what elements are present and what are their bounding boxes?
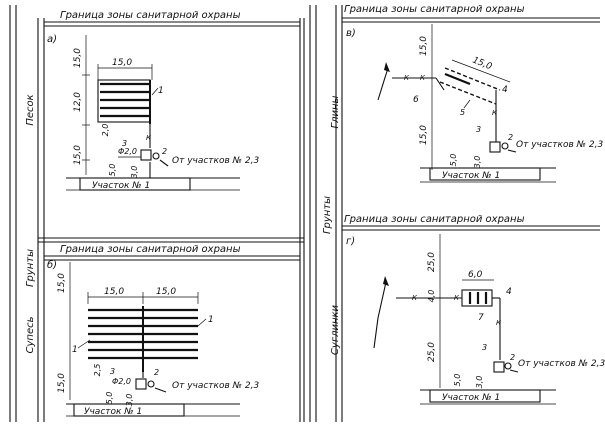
from-plots-v: От участков № 2,3 bbox=[516, 140, 603, 150]
k-v-1: К bbox=[404, 74, 410, 82]
soil-label-loam: Суглинки bbox=[330, 304, 341, 355]
phi-b: Φ2,0 bbox=[112, 377, 131, 386]
dim-b-5: 5,0 bbox=[105, 392, 114, 405]
marker-b-3: 3 bbox=[110, 367, 115, 376]
dim-v-5: 5,0 bbox=[449, 154, 458, 167]
marker-v-5: 5 bbox=[460, 108, 465, 117]
marker-v-3: 3 bbox=[476, 125, 481, 134]
dim-a-12: 12,0 bbox=[73, 92, 83, 112]
soil-label-clay: Глины bbox=[330, 95, 341, 128]
panel-a-letter: а) bbox=[47, 34, 57, 45]
dim-b-25: 2,5 bbox=[93, 364, 102, 377]
k-a: К bbox=[146, 134, 152, 142]
dim-v-3: 3,0 bbox=[473, 156, 482, 169]
marker-g-7: 7 bbox=[478, 313, 484, 323]
marker-g-3: 3 bbox=[482, 343, 487, 352]
panel-a-zone-title: Граница зоны санитарной охраны bbox=[60, 10, 241, 21]
dim-a-width: 15,0 bbox=[112, 58, 132, 68]
marker-a-3: 3 bbox=[122, 139, 127, 148]
marker-v-2: 2 bbox=[508, 133, 513, 142]
plot-label-a: Участок № 1 bbox=[92, 181, 150, 191]
k-g-1: К bbox=[412, 294, 418, 302]
frame-lines bbox=[9, 5, 343, 422]
panel-g: Граница зоны санитарной охраны г) 25,0 4… bbox=[342, 214, 605, 405]
marker-b-1-left: 1 bbox=[72, 345, 78, 355]
dim-a-3: 3,0 bbox=[130, 166, 139, 179]
dim-g-4: 4,0 bbox=[427, 290, 436, 303]
panel-b: Граница зоны санитарной охраны б) 15,0 1… bbox=[44, 244, 300, 417]
marker-g-2: 2 bbox=[510, 353, 515, 362]
dim-a-15-bottom: 15,0 bbox=[73, 145, 83, 165]
panel-g-letter: г) bbox=[346, 236, 355, 247]
dim-b-width-right: 15,0 bbox=[156, 287, 176, 297]
dim-g-25-bottom: 25,0 bbox=[427, 342, 437, 362]
dim-a-2: 2,0 bbox=[101, 124, 110, 137]
dim-b-15-bottom: 15,0 bbox=[57, 373, 67, 393]
soil-label-main: Грунты bbox=[25, 249, 36, 287]
dim-b-3: 3,0 bbox=[125, 394, 134, 407]
panel-v: Граница зоны санитарной охраны в) 15,0 1… bbox=[342, 4, 603, 183]
panel-b-zone-title: Граница зоны санитарной охраны bbox=[60, 244, 241, 255]
dim-v-15-bottom: 15,0 bbox=[419, 125, 429, 145]
plot-label-b: Участок № 1 bbox=[84, 407, 142, 417]
plot-label-v: Участок № 1 bbox=[442, 171, 500, 181]
marker-a-1: 1 bbox=[158, 86, 164, 96]
k-g-3: К bbox=[496, 319, 502, 327]
dim-g-width: 6,0 bbox=[468, 270, 483, 280]
plot-label-g: Участок № 1 bbox=[442, 393, 500, 403]
dim-v-width: 15,0 bbox=[471, 56, 494, 73]
panel-v-letter: в) bbox=[346, 28, 356, 39]
soil-label-right-main: Грунты bbox=[322, 196, 333, 234]
panel-v-zone-title: Граница зоны санитарной охраны bbox=[344, 4, 525, 15]
dim-g-5: 5,0 bbox=[453, 374, 462, 387]
soil-label-sand: Песок bbox=[25, 94, 36, 125]
dim-g-25-top: 25,0 bbox=[427, 252, 437, 272]
dim-b-15-top: 15,0 bbox=[57, 273, 67, 293]
marker-v-6: 6 bbox=[413, 95, 419, 105]
soil-label-sandy-loam: Супесь bbox=[25, 316, 36, 353]
from-plots-b: От участков № 2,3 bbox=[172, 381, 259, 391]
marker-g-4: 4 bbox=[506, 287, 512, 297]
panel-g-zone-title: Граница зоны санитарной охраны bbox=[344, 214, 525, 225]
marker-b-2: 2 bbox=[154, 368, 159, 377]
panel-b-letter: б) bbox=[47, 259, 57, 271]
k-v-3: К bbox=[492, 109, 498, 117]
marker-b-1-right: 1 bbox=[208, 315, 214, 325]
dim-a-15-top: 15,0 bbox=[73, 48, 83, 68]
dim-v-15-top: 15,0 bbox=[419, 36, 429, 56]
panel-a: Граница зоны санитарной охраны а) 15,0 1… bbox=[44, 10, 300, 191]
marker-a-2: 2 bbox=[162, 147, 167, 156]
phi-a: Φ2,0 bbox=[118, 147, 137, 156]
dim-a-5: 5,0 bbox=[108, 164, 117, 177]
dim-b-width-left: 15,0 bbox=[104, 287, 124, 297]
from-plots-a: От участков № 2,3 bbox=[172, 156, 259, 166]
k-g-2: К bbox=[454, 294, 460, 302]
from-plots-g: От участков № 2,3 bbox=[518, 359, 605, 369]
k-v-2: К bbox=[420, 74, 426, 82]
dim-g-3: 3,0 bbox=[475, 376, 484, 389]
marker-v-4: 4 bbox=[502, 85, 508, 95]
